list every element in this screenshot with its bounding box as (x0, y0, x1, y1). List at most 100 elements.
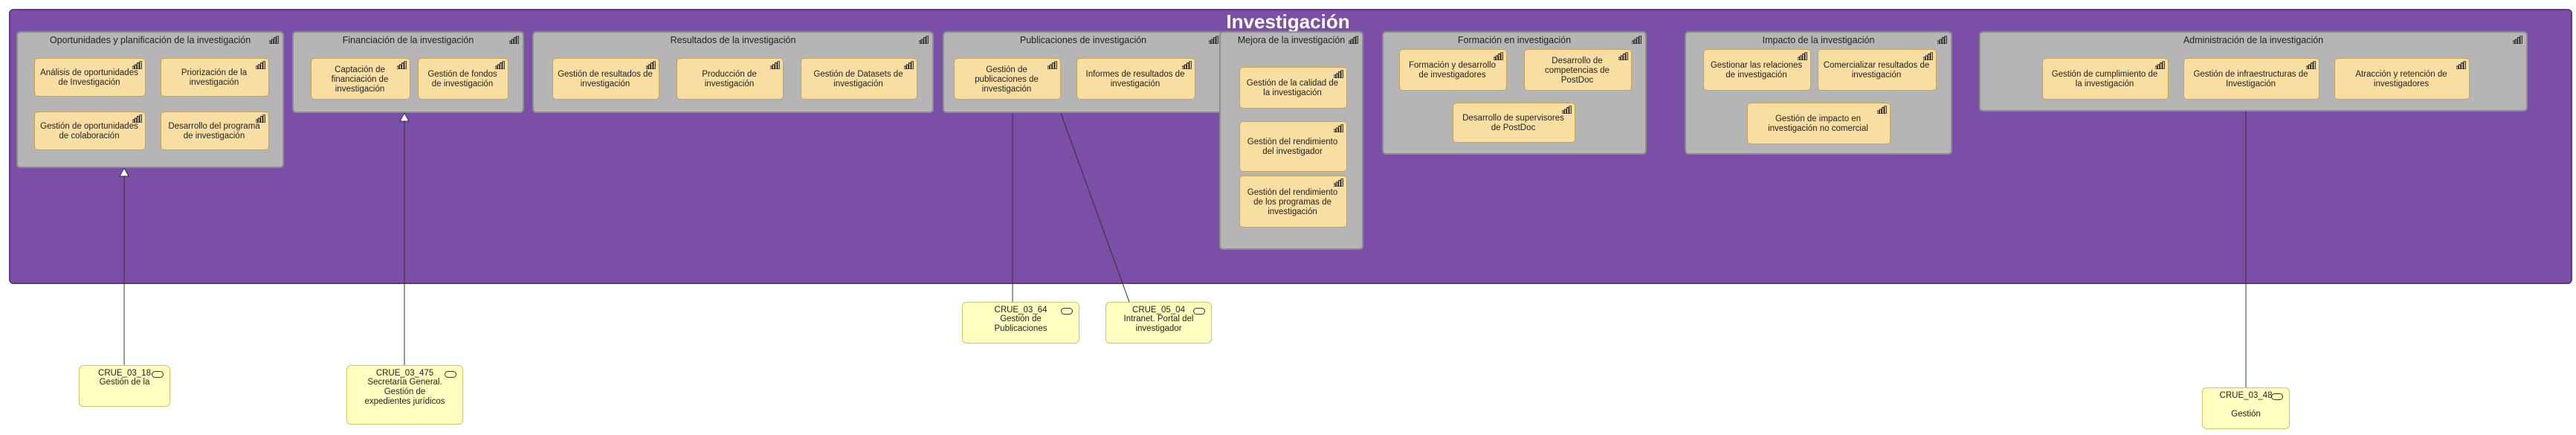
capability-stairs-icon (1349, 36, 1358, 44)
realization-link (1058, 106, 1130, 303)
capability-priorizacion-de-la-investigacion[interactable]: Priorización de la investigación (161, 58, 269, 97)
application-description-line: Gestión de (1000, 315, 1042, 323)
capability-stairs-icon (1877, 106, 1887, 114)
capability-produccion-de-investigacion[interactable]: Producción de investigación (677, 58, 784, 100)
capability-group-title: Financiación de la investigación (342, 35, 474, 45)
arrowhead-icon (119, 167, 129, 177)
capability-stairs-icon (1618, 52, 1628, 60)
capability-group-title: Formación en investigación (1457, 35, 1572, 45)
capability-formacion-y-desarrollo-de-investigadores[interactable]: Formación y desarrollo de investigadores (1399, 49, 1507, 91)
capability-atraccion-y-retencion-de-investigadores[interactable]: Atracción y retención de investigadores (2334, 58, 2470, 100)
application-description-line: Publicaciones (994, 324, 1047, 333)
capability-comercializar-resultados-de-investigacion[interactable]: Comercializar resultados de investigació… (1818, 49, 1937, 91)
capability-label: Gestión del rendimiento de los programas… (1247, 187, 1338, 216)
capability-label: Gestionar las relaciones de investigació… (1710, 61, 1803, 80)
capability-group-title: Impacto de la investigación (1762, 35, 1875, 45)
capability-gestion-de-la-calidad-de-la-investigacion[interactable]: Gestión de la calidad de la investigació… (1239, 67, 1347, 109)
capability-stairs-icon (269, 36, 279, 44)
capability-label: Priorización de la investigación (181, 68, 248, 87)
capability-label: Gestión de fondos de investigación (427, 70, 497, 88)
capability-gestion-de-impacto-en-investigacion-no-comercial[interactable]: Gestión de impacto en investigación no c… (1747, 103, 1891, 144)
capability-stairs-icon (2456, 61, 2466, 69)
capability-captacion-de-financiacion-de-investigacion[interactable]: Captación de financiación de investigaci… (311, 58, 410, 100)
capability-stairs-icon (1334, 124, 1343, 132)
capability-group-title: Publicaciones de investigación (1019, 35, 1147, 45)
capability-gestion-de-infraestructuras-de-investigacion[interactable]: Gestión de infraestructuras de Investiga… (2183, 58, 2320, 100)
application-description-line: expedientes jurídicos (364, 397, 445, 406)
capability-stairs-icon (256, 115, 265, 123)
application-code: CRUE_03_64 (994, 306, 1047, 315)
capability-stairs-icon (2155, 61, 2165, 69)
capability-label: Gestión de infraestructuras de Investiga… (2193, 70, 2308, 88)
capability-stairs-icon (1182, 61, 1192, 69)
capability-stairs-icon (132, 61, 142, 69)
capability-gestion-de-publicaciones-de-investigacion[interactable]: Gestión de publicaciones de investigació… (954, 58, 1061, 100)
capability-stairs-icon (397, 61, 407, 69)
capability-gestion-de-fondos-de-investigacion[interactable]: Gestión de fondos de investigación (418, 58, 509, 100)
application-service-icon (2271, 393, 2283, 400)
capability-stairs-icon (495, 61, 505, 69)
capability-label: Desarrollo de competencias de PostDoc (1545, 56, 1610, 85)
application-service-icon (445, 371, 456, 378)
capability-gestion-de-oportunidades-de-colaboracion[interactable]: Gestión de oportunidades de colaboración (34, 112, 146, 150)
capability-gestion-del-rendimiento-de-los-programas-de-investigacion[interactable]: Gestión del rendimiento de los programas… (1239, 175, 1347, 228)
capability-stairs-icon (2306, 61, 2316, 69)
capability-stairs-icon (646, 61, 656, 69)
capability-group-title: Administración de la investigación (2183, 35, 2324, 45)
capability-stairs-icon (1494, 52, 1503, 60)
capability-stairs-icon (1334, 70, 1343, 78)
application-code: CRUE_05_04 (1132, 306, 1185, 315)
capability-label: Captación de financiación de investigaci… (331, 65, 389, 94)
capability-gestion-del-rendimiento-del-investigador[interactable]: Gestión del rendimiento del investigador (1239, 121, 1347, 172)
capability-label: Formación y desarrollo de investigadores (1409, 61, 1496, 80)
capability-desarrollo-del-programa-de-investigacion[interactable]: Desarrollo del programa de investigación (161, 112, 269, 150)
application-crue-03-48[interactable]: CRUE_03_48 Gestión (2202, 387, 2290, 429)
capability-stairs-icon (904, 61, 914, 69)
application-code: CRUE_03_18 (98, 369, 151, 378)
capability-stairs-icon (1562, 106, 1572, 114)
application-description-line: Secretaría General. (367, 378, 442, 387)
capability-analisis-de-oportunidades-de-investigacion[interactable]: Análisis de oportunidades de Investigaci… (34, 58, 146, 97)
capability-stairs-icon (256, 61, 265, 69)
arrowhead-icon (399, 112, 410, 122)
diagram-title: Investigación (1226, 10, 1350, 33)
capability-stairs-icon (1923, 52, 1933, 60)
capability-gestionar-las-relaciones-de-investigacion[interactable]: Gestionar las relaciones de investigació… (1703, 49, 1811, 91)
capability-gestion-de-datasets-de-investigacion[interactable]: Gestión de Datasets de investigación (801, 58, 917, 100)
capability-label: Informes de resultados de investigación (1085, 70, 1185, 88)
capability-gestion-de-resultados-de-investigacion[interactable]: Gestión de resultados de investigación (552, 58, 659, 100)
capability-group-title: Oportunidades y planificación de la inve… (49, 35, 251, 45)
capability-stairs-icon (770, 61, 780, 69)
capability-desarrollo-de-competencias-de-postdoc[interactable]: Desarrollo de competencias de PostDoc (1524, 49, 1632, 91)
capability-label: Gestión de cumplimiento de la investigac… (2051, 70, 2158, 88)
capability-label: Gestión de publicaciones de investigació… (975, 65, 1039, 94)
capability-label: Desarrollo del programa de investigación (168, 122, 260, 141)
capability-stairs-icon (919, 36, 929, 44)
capability-label: Gestión de oportunidades de colaboración (40, 122, 138, 141)
capability-label: Desarrollo de supervisores de PostDoc (1462, 114, 1564, 132)
capability-label: Comercializar resultados de investigació… (1823, 61, 1930, 80)
capability-stairs-icon (132, 115, 142, 123)
capability-informes-de-resultados-de-investigacion[interactable]: Informes de resultados de investigación (1076, 58, 1195, 100)
application-description-line: Gestión de (384, 387, 426, 396)
application-description-line: Gestión de la (99, 378, 150, 387)
capability-stairs-icon (2513, 36, 2522, 44)
capability-gestion-de-cumplimiento-de-la-investigacion[interactable]: Gestión de cumplimiento de la investigac… (2042, 58, 2169, 100)
capability-label: Gestión de impacto en investigación no c… (1768, 115, 1868, 133)
capability-stairs-icon (1937, 36, 1947, 44)
capability-stairs-icon (1047, 61, 1057, 69)
capability-label: Gestión del rendimiento del investigador (1247, 138, 1338, 156)
capability-stairs-icon (1209, 36, 1218, 44)
application-service-icon (152, 371, 164, 378)
capability-group-title: Mejora de la investigación (1237, 35, 1346, 45)
capability-stairs-icon (1798, 52, 1807, 60)
application-description-line: investigador (1135, 324, 1182, 333)
capability-desarrollo-de-supervisores-de-postdoc[interactable]: Desarrollo de supervisores de PostDoc (1453, 103, 1575, 143)
capability-stairs-icon (1334, 178, 1343, 187)
application-code: CRUE_03_48 (2219, 391, 2273, 400)
application-service-icon (1061, 308, 1073, 315)
